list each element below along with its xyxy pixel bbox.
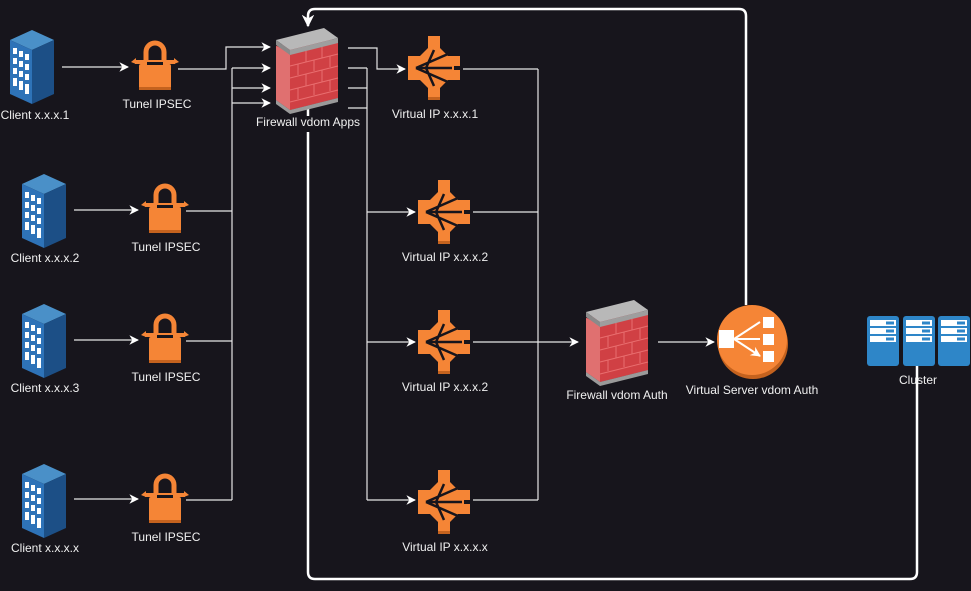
tunnel-label: Tunel IPSEC (132, 370, 201, 384)
client-building-icon (22, 174, 66, 248)
virtual-ip-label: Virtual IP x.x.x.x (402, 540, 488, 554)
virtual-ip-label: Virtual IP x.x.x.2 (402, 380, 489, 394)
client-building-icon (10, 30, 54, 104)
firewall-auth-icon (585, 299, 649, 387)
firewall-apps-icon (275, 27, 339, 115)
ipsec-lock-icon (141, 476, 189, 523)
tunnel-label: Tunel IPSEC (123, 97, 192, 111)
firewall-auth-label: Firewall vdom Auth (566, 388, 667, 402)
virtual-ip-icon (416, 308, 472, 376)
client-label: Client x.x.x.3 (11, 381, 80, 395)
virtual-ip-icon (416, 468, 472, 536)
virtual-ip-icon (416, 178, 472, 246)
tunnel-label: Tunel IPSEC (132, 530, 201, 544)
ipsec-lock-icon (131, 43, 179, 90)
tunnel-label: Tunel IPSEC (132, 240, 201, 254)
client-label: Client x.x.x.1 (1, 108, 70, 122)
server-icon (867, 316, 899, 366)
server-icon (938, 316, 970, 366)
virtual-ip-icon (406, 34, 462, 102)
virtual-ip-label: Virtual IP x.x.x.2 (402, 250, 489, 264)
ipsec-lock-icon (141, 186, 189, 233)
server-icon (903, 316, 935, 366)
firewall-apps-label: Firewall vdom Apps (256, 115, 360, 129)
client-label: Client x.x.x.2 (11, 251, 80, 265)
virtual-server-label: Virtual Server vdom Auth (686, 383, 819, 397)
connectors (62, 7, 924, 581)
load-balancer-icon (717, 305, 788, 379)
ipsec-lock-icon (141, 316, 189, 363)
cluster-label: Cluster (899, 373, 937, 387)
client-label: Client x.x.x.x (11, 541, 79, 555)
virtual-ip-label: Virtual IP x.x.x.1 (392, 107, 479, 121)
client-building-icon (22, 464, 66, 538)
client-building-icon (22, 304, 66, 378)
